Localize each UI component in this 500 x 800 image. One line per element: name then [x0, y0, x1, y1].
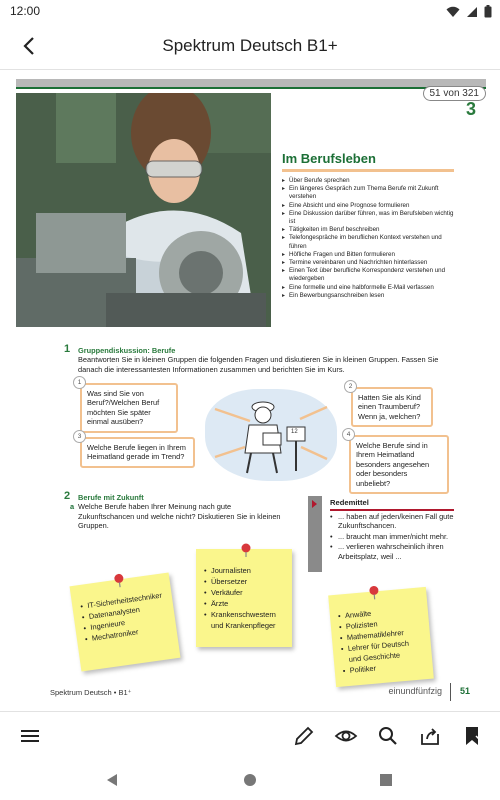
footer-divider	[450, 683, 451, 701]
pushpin-icon	[369, 585, 379, 600]
page-footer-title: Spektrum Deutsch • B1⁺	[50, 688, 132, 697]
question-bubble: 1 Was sind Sie von Beruf?/Welchen Beruf …	[73, 376, 178, 433]
learning-goals-list: Über Berufe sprechen Ein längeres Gesprä…	[282, 177, 454, 300]
page-counter: 51 von 321	[422, 86, 486, 101]
page-top-strip	[16, 79, 486, 87]
note-item: Verkäufer	[204, 587, 284, 598]
task-heading: Gruppendiskussion: Berufe	[78, 346, 176, 355]
question-bubble: 4 Welche Berufe sind in Ihrem Heimatland…	[342, 428, 449, 495]
task-text: Welche Berufe haben Ihrer Meinung nach g…	[78, 502, 281, 531]
redemittel-marker	[308, 496, 322, 572]
question-bubble: 3 Welche Berufe liegen in Ihrem Heimatla…	[73, 430, 195, 468]
redemittel-item: ... braucht man immer/nicht mehr.	[330, 532, 454, 542]
system-nav-bar	[0, 760, 500, 800]
goal-item: Tätigkeiten im Beruf beschreiben	[282, 226, 454, 234]
app-bar: Spektrum Deutsch B1+	[0, 24, 500, 70]
bookmark-icon[interactable]	[460, 724, 484, 748]
nav-recents-icon[interactable]	[378, 772, 394, 788]
task-1: 1 Gruppendiskussion: Berufe Beantworten …	[64, 343, 458, 374]
goal-item: Einen Text über berufliche Korrespondenz…	[282, 267, 454, 283]
goal-item: Termine vereinbaren und Nachrichten hint…	[282, 259, 454, 267]
goal-item: Eine Diskussion darüber führen, was im B…	[282, 210, 454, 226]
book-title: Spektrum Deutsch B1+	[162, 36, 338, 55]
mailbox-number: 12	[291, 429, 298, 435]
pushpin-icon	[241, 543, 251, 557]
subtask-letter: a	[70, 502, 75, 512]
chapter-number: 3	[465, 99, 476, 119]
task-text: Beantworten Sie in kleinen Gruppen die f…	[78, 355, 439, 374]
nav-home-icon[interactable]	[242, 772, 258, 788]
signal-icon	[467, 6, 477, 17]
goal-item: Telefongespräche im beruflichen Kontext …	[282, 234, 454, 250]
redemittel-box: Redemittel ... haben auf jeden/keinen Fa…	[308, 496, 454, 586]
page-footer-number: 51	[459, 686, 470, 696]
search-icon[interactable]	[376, 724, 400, 748]
question-text: Hatten Sie als Kind einen Traumberuf? We…	[358, 393, 421, 421]
goal-item: Ein Bewerbungsanschreiben lesen	[282, 292, 454, 300]
pushpin-icon	[114, 573, 124, 588]
question-number: 3	[73, 430, 86, 443]
question-bubble: 2 Hatten Sie als Kind einen Traumberuf? …	[344, 380, 433, 428]
menu-icon[interactable]	[18, 724, 42, 748]
redemittel-title: Redemittel	[330, 498, 454, 511]
goal-item: Höfliche Fragen und Bitten formulieren	[282, 251, 454, 259]
chapter-title: Im Berufsleben	[282, 151, 454, 172]
goal-item: Eine formelle und eine halbformelle E-Ma…	[282, 284, 454, 292]
note-item: Journalisten	[204, 565, 284, 576]
redemittel-item: ... verlieren wahrscheinlich ihren Arbei…	[330, 542, 454, 561]
note-item: Ärzte	[204, 598, 284, 609]
sticky-note: IT-Sicherheitstechniker Datenanalysten I…	[69, 572, 181, 672]
task-number: 1	[64, 343, 71, 355]
status-bar: 12:00	[0, 0, 500, 24]
task-number: 2	[64, 490, 71, 502]
question-text: Welche Berufe liegen in Ihrem Heimatland…	[87, 443, 186, 462]
task-2: 2 Berufe mit Zukunft a Welche Berufe hab…	[64, 490, 288, 531]
pencil-icon[interactable]	[292, 724, 316, 748]
status-time: 12:00	[10, 4, 41, 18]
goal-item: Über Berufe sprechen	[282, 177, 454, 185]
page-top-line	[16, 87, 486, 89]
mailman-icon	[214, 401, 328, 474]
note-item: Übersetzer	[204, 576, 284, 587]
sticky-note: Journalisten Übersetzer Verkäufer Ärzte …	[196, 543, 292, 647]
mailman-illustration: 12	[205, 389, 337, 481]
question-number: 1	[73, 376, 86, 389]
goal-item: Ein längeres Gespräch zum Thema Berufe m…	[282, 185, 454, 201]
redemittel-list: ... haben auf jeden/keinen Fall gute Zuk…	[330, 512, 454, 562]
reader-toolbar	[0, 711, 500, 759]
goal-item: Eine Absicht und eine Prognose formulier…	[282, 202, 454, 210]
redemittel-item: ... haben auf jeden/keinen Fall gute Zuk…	[330, 512, 454, 531]
book-page[interactable]: 51 von 321 3 Im Berufsleben Über Berufe …	[0, 71, 500, 711]
question-text: Was sind Sie von Beruf?/Welchen Beruf mö…	[87, 389, 160, 427]
task-heading: Berufe mit Zukunft	[78, 493, 144, 502]
question-number: 4	[342, 428, 355, 441]
sticky-note: Anwälte Polizisten Mathematiklehrer Lehr…	[328, 585, 434, 688]
question-text: Welche Berufe sind in Ihrem Heimatland b…	[356, 441, 430, 488]
share-icon[interactable]	[418, 724, 442, 748]
back-arrow-icon[interactable]	[18, 34, 42, 58]
battery-icon	[484, 5, 492, 18]
wifi-icon	[446, 6, 460, 17]
page-footer-word: einundfünfzig	[388, 686, 442, 696]
note-item: Krankenschwestern und Krankenpfleger	[204, 609, 284, 631]
chapter-photo	[16, 93, 271, 327]
chapter-overview: Im Berufsleben Über Berufe sprechen Ein …	[282, 151, 454, 300]
nav-back-icon[interactable]	[104, 772, 120, 788]
woman-at-lathe-image	[16, 93, 271, 327]
eye-icon[interactable]	[334, 724, 358, 748]
question-number: 2	[344, 380, 357, 393]
